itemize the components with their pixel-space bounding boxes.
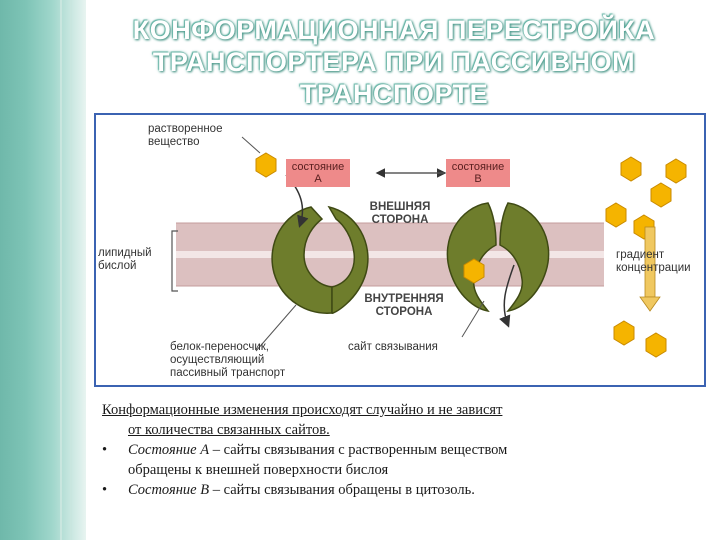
pointer-binding-site [461, 300, 485, 338]
caption-item-1: • Состояние А – сайты связывания с раство… [102, 440, 702, 460]
carrier-protein-state-b [446, 202, 550, 313]
bullet: • [102, 442, 108, 458]
title-line-2: ТРАНСПОРТЕРА ПРИ ПАССИВНОМ [152, 47, 636, 77]
label-solute: растворенное вещество [148, 123, 223, 148]
state-b-box: состояние В [446, 159, 510, 187]
item-2-label: Состояние В [128, 482, 210, 498]
caption-item-1-cont: обращены к внешней поверхности бислоя [128, 462, 389, 478]
sidebar-stripe [60, 0, 62, 540]
label-outer-side: ВНЕШНЯЯ СТОРОНА [369, 201, 431, 226]
slide-title: КОНФОРМАЦИОННАЯ ПЕРЕСТРОЙКА ТРАНСПОРТЕРА… [96, 14, 692, 110]
sidebar-stripe [70, 0, 72, 540]
caption-text: Конформационные изменения происходят слу… [102, 400, 702, 500]
label-lipid-bilayer: липидный бислой [98, 247, 152, 272]
label-inner-side: ВНУТРЕННЯЯ СТОРОНА [364, 293, 444, 318]
carrier-protein-state-a [271, 205, 369, 314]
item-1-text: – сайты связывания с растворенным вещест… [209, 442, 508, 458]
decorative-sidebar [0, 0, 86, 540]
label-gradient: градиент концентрации [616, 249, 691, 274]
label-carrier-protein: белок-переносчик, осуществляющий пассивн… [170, 341, 286, 379]
bullet: • [102, 482, 108, 498]
caption-line-2: от количества связанных сайтов. [128, 422, 330, 438]
concentration-gradient-arrow [639, 226, 661, 312]
item-2-text: – сайты связывания обращены в цитозоль. [209, 482, 475, 498]
exit-arrow [499, 264, 515, 328]
bilayer-bracket [171, 230, 178, 292]
pointer-solute [241, 136, 261, 154]
title-line-3: ТРАНСПОРТЕ [299, 79, 489, 109]
item-1-label: Состояние А [128, 442, 210, 458]
label-binding-site: сайт связывания [348, 341, 438, 353]
title-line-1: КОНФОРМАЦИОННАЯ ПЕРЕСТРОЙКА [132, 15, 656, 45]
state-a-box: состояние А [286, 159, 350, 187]
transport-diagram: растворенное вещество состояние А состоя… [94, 113, 706, 387]
caption-item-2: • Состояние В – сайты связывания обращены… [102, 480, 702, 500]
diagram-graphics [171, 136, 687, 358]
caption-line-1: Конформационные изменения происходят слу… [102, 402, 503, 418]
pointer-carrier [255, 304, 297, 352]
